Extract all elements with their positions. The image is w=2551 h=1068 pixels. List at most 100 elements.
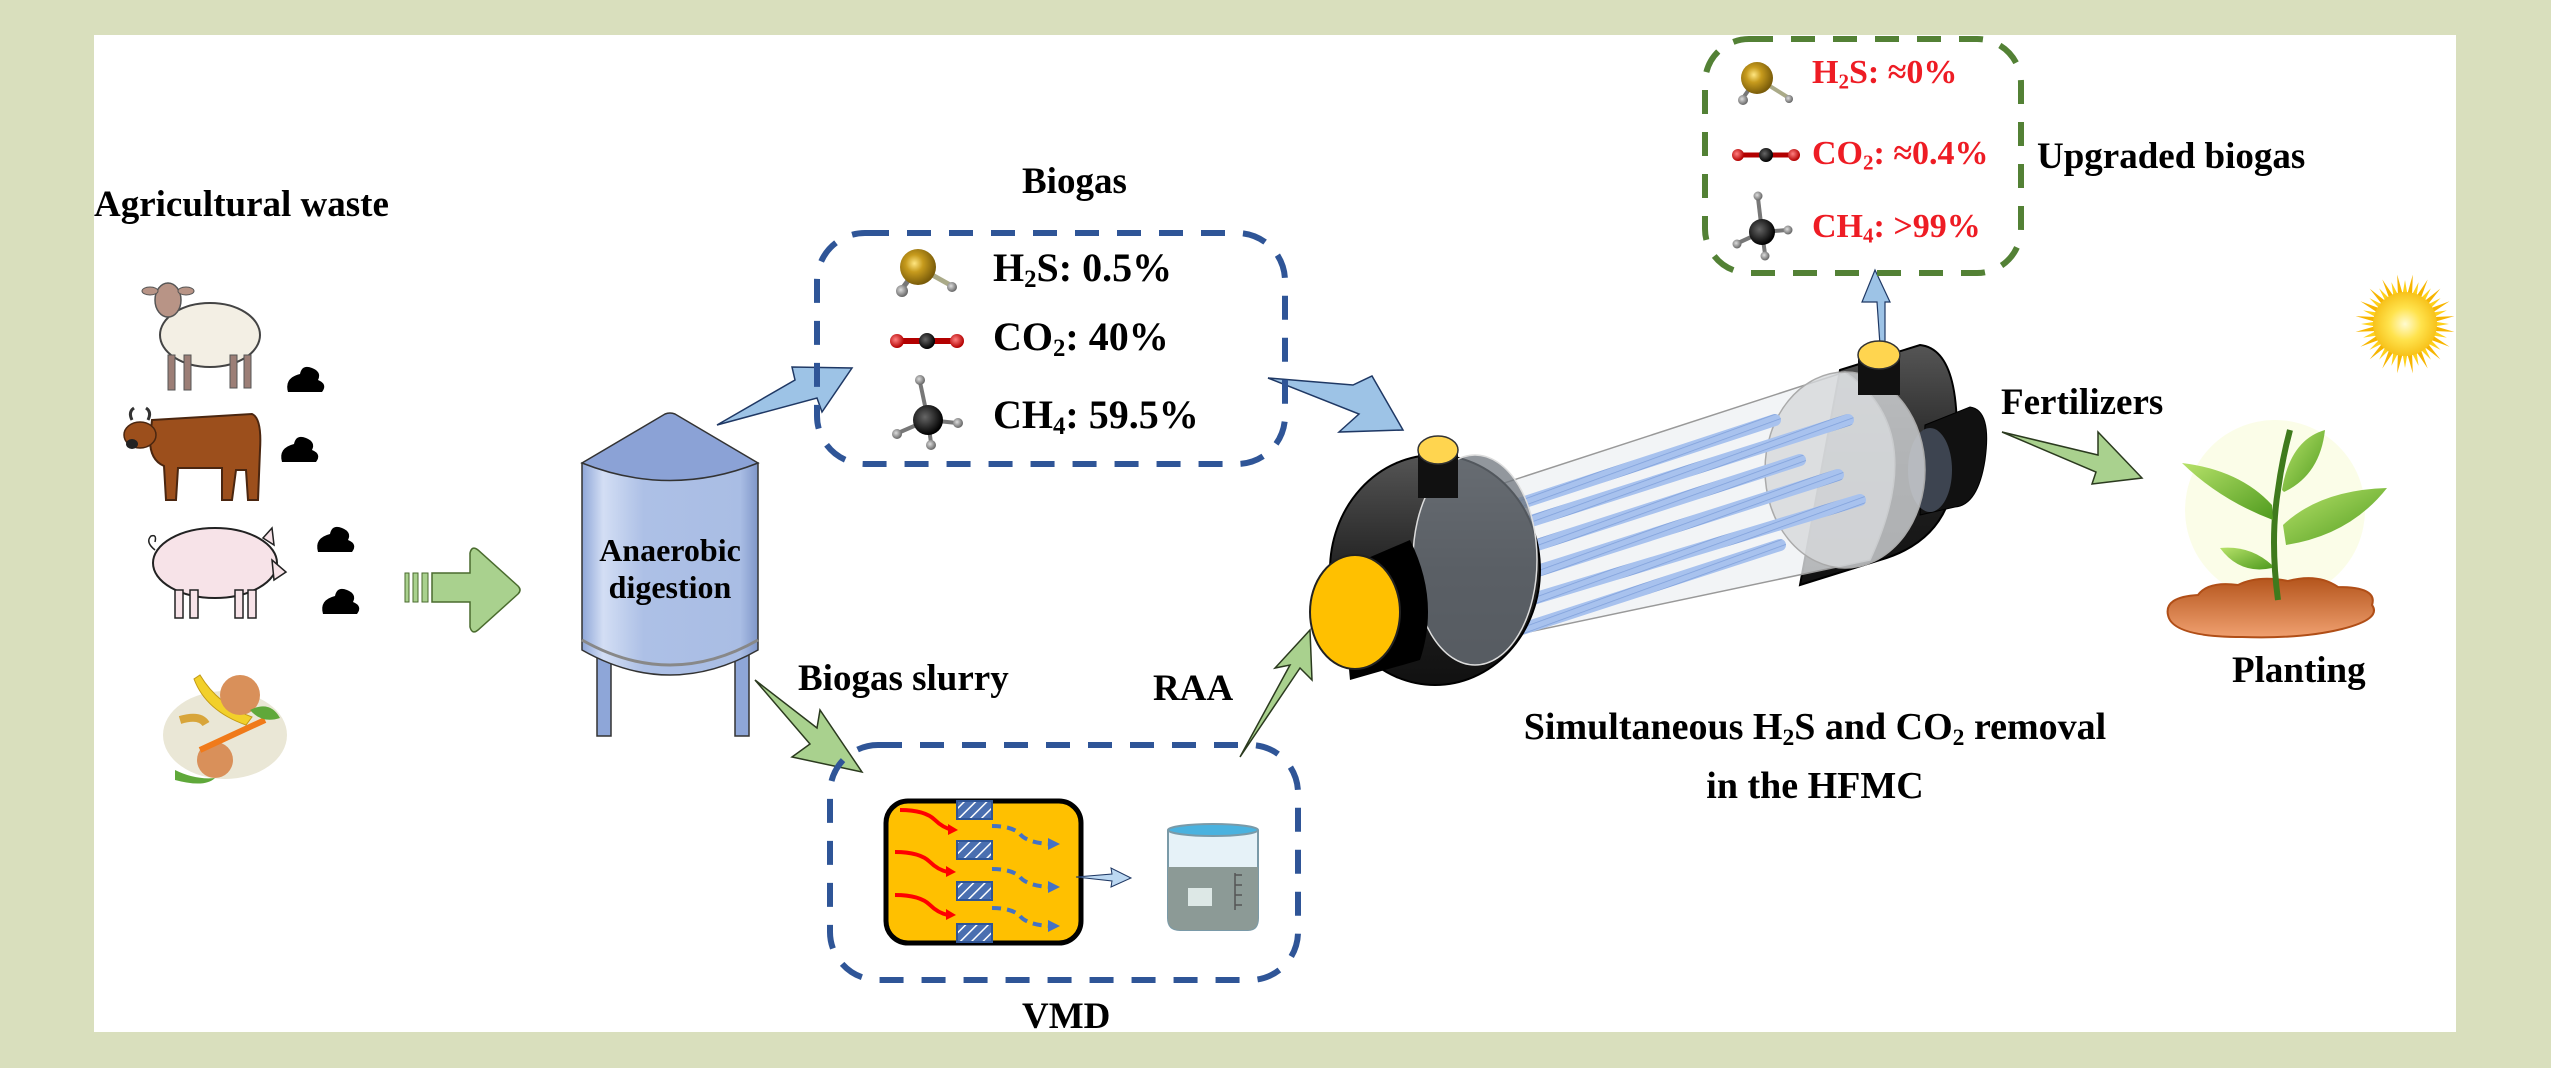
sun-ray	[2424, 288, 2441, 305]
food-waste-icon	[163, 674, 287, 784]
subscript: 2	[1838, 69, 1849, 94]
vmd-to-beaker-arrow	[1075, 867, 1133, 888]
cow-icon	[123, 406, 262, 501]
sun-ray	[2355, 316, 2376, 322]
plant-seedling-icon	[2166, 420, 2387, 639]
biogas-composition-box	[814, 230, 1288, 467]
upgraded-biogas-box	[1702, 36, 2024, 276]
sheep-icon	[141, 282, 261, 391]
vmd-membrane-module	[883, 798, 1084, 946]
co2-molecule-icon	[1732, 148, 1800, 162]
fertilizers-arrow	[2001, 430, 2144, 485]
sun-icon	[2355, 274, 2455, 374]
caption-text: Simultaneous H	[1523, 706, 1783, 748]
caption-text: S and CO	[1794, 706, 1953, 748]
subscript: 4	[1863, 223, 1874, 248]
value: : 0.5%	[1058, 245, 1173, 290]
figure-panel	[94, 35, 2456, 1032]
soil-mound	[2166, 577, 2375, 639]
subscript: 4	[1053, 413, 1066, 441]
sun-ray	[2432, 310, 2447, 318]
co2-molecule-icon	[890, 333, 964, 349]
fertilizers-label: Fertilizers	[2001, 382, 2164, 423]
value: : 40%	[1065, 314, 1169, 359]
formula: CO	[993, 314, 1053, 359]
subscript: 2	[1053, 335, 1066, 363]
sun-ray	[2432, 330, 2447, 338]
formula: CH	[1812, 208, 1863, 245]
sun-ray	[2424, 343, 2441, 360]
sun-ray	[2411, 282, 2419, 297]
sun-ray	[2416, 349, 2428, 369]
sun-ray	[2434, 326, 2455, 332]
value: : ≈0%	[1867, 54, 1958, 91]
vmd-label: VMD	[1022, 996, 1111, 1037]
subscript: 2	[1782, 724, 1795, 751]
subscript: 2	[1952, 724, 1965, 751]
biogas-ch4-line: CH4: 59.5%	[993, 392, 1199, 440]
hfmc-caption-line2: in the HFMC	[1706, 764, 1924, 807]
sun-ray	[2407, 274, 2413, 295]
biogas-co2-line: CO2: 40%	[993, 314, 1169, 362]
value: : >99%	[1873, 208, 1981, 245]
manure-icon	[322, 588, 360, 614]
sun-ray	[2355, 326, 2376, 332]
formula: H	[993, 245, 1025, 290]
sun-ray	[2382, 349, 2394, 369]
manure-icon	[317, 526, 355, 552]
manure-icon	[281, 436, 319, 462]
sun-ray	[2363, 310, 2378, 318]
sun-ray	[2402, 280, 2408, 295]
feed-arrow	[404, 547, 521, 633]
hfmc-caption: Simultaneous H2S and CO2 removal in the …	[1460, 698, 2170, 816]
sun-ray	[2369, 343, 2386, 360]
formula-rest: S	[1036, 245, 1059, 290]
sun-ray	[2360, 301, 2380, 313]
sun-ray	[2391, 351, 2399, 366]
formula: H	[1812, 54, 1839, 91]
pig-icon	[148, 526, 288, 619]
hfmc-contactor	[1309, 340, 1988, 686]
hfmc-to-upgraded-arrow	[1861, 268, 1891, 346]
sun-ray	[2430, 335, 2450, 347]
formula: CH	[993, 392, 1053, 437]
planting-label: Planting	[2232, 650, 2366, 691]
subscript: 2	[1024, 266, 1037, 294]
value: : ≈0.4%	[1873, 135, 1989, 172]
value: : 59.5%	[1065, 392, 1199, 437]
anaerobic-digester-tank	[580, 412, 760, 737]
raa-label: RAA	[1153, 668, 1234, 709]
sun-ray	[2391, 282, 2399, 297]
hfmc-caption-line1: Simultaneous H2S and CO2 removal	[1460, 698, 2170, 757]
sun-ray	[2361, 321, 2376, 327]
sun-ray	[2434, 316, 2455, 322]
vmd-to-hfmc-raa-arrow	[1239, 628, 1313, 758]
sun-ray	[2434, 321, 2449, 327]
h2s-molecule-icon	[1738, 62, 1793, 105]
sun-ray	[2369, 288, 2386, 305]
digester-label-line1: Anaerobic	[599, 532, 741, 568]
sun-ray	[2416, 279, 2428, 299]
sun-ray	[2407, 353, 2413, 374]
formula: CO	[1812, 135, 1863, 172]
sun-ray	[2363, 330, 2378, 338]
biogas-h2s-line: H2S: 0.5%	[993, 245, 1173, 293]
manure-icon	[287, 366, 325, 392]
upgraded-h2s-line: H2S: ≈0%	[1812, 54, 1958, 94]
digester-label: Anaerobic digestion	[582, 532, 758, 606]
sun-ray	[2397, 353, 2403, 374]
upgraded-ch4-line: CH4: >99%	[1812, 208, 1981, 248]
upgraded-biogas-label: Upgraded biogas	[2037, 136, 2306, 177]
biogas-title: Biogas	[1022, 161, 1127, 202]
biogas-slurry-label: Biogas slurry	[798, 658, 1009, 699]
vmd-box	[827, 742, 1301, 983]
sun-ray	[2430, 301, 2450, 313]
digester-label-line2: digestion	[608, 568, 732, 605]
biogas-to-hfmc-arrow	[1267, 375, 1405, 433]
upgraded-co2-line: CO2: ≈0.4%	[1812, 135, 1989, 175]
sun-ray	[2402, 353, 2408, 368]
digester-to-biogas-arrow	[716, 366, 854, 426]
sun-ray	[2360, 335, 2380, 347]
subscript: 2	[1863, 150, 1874, 175]
